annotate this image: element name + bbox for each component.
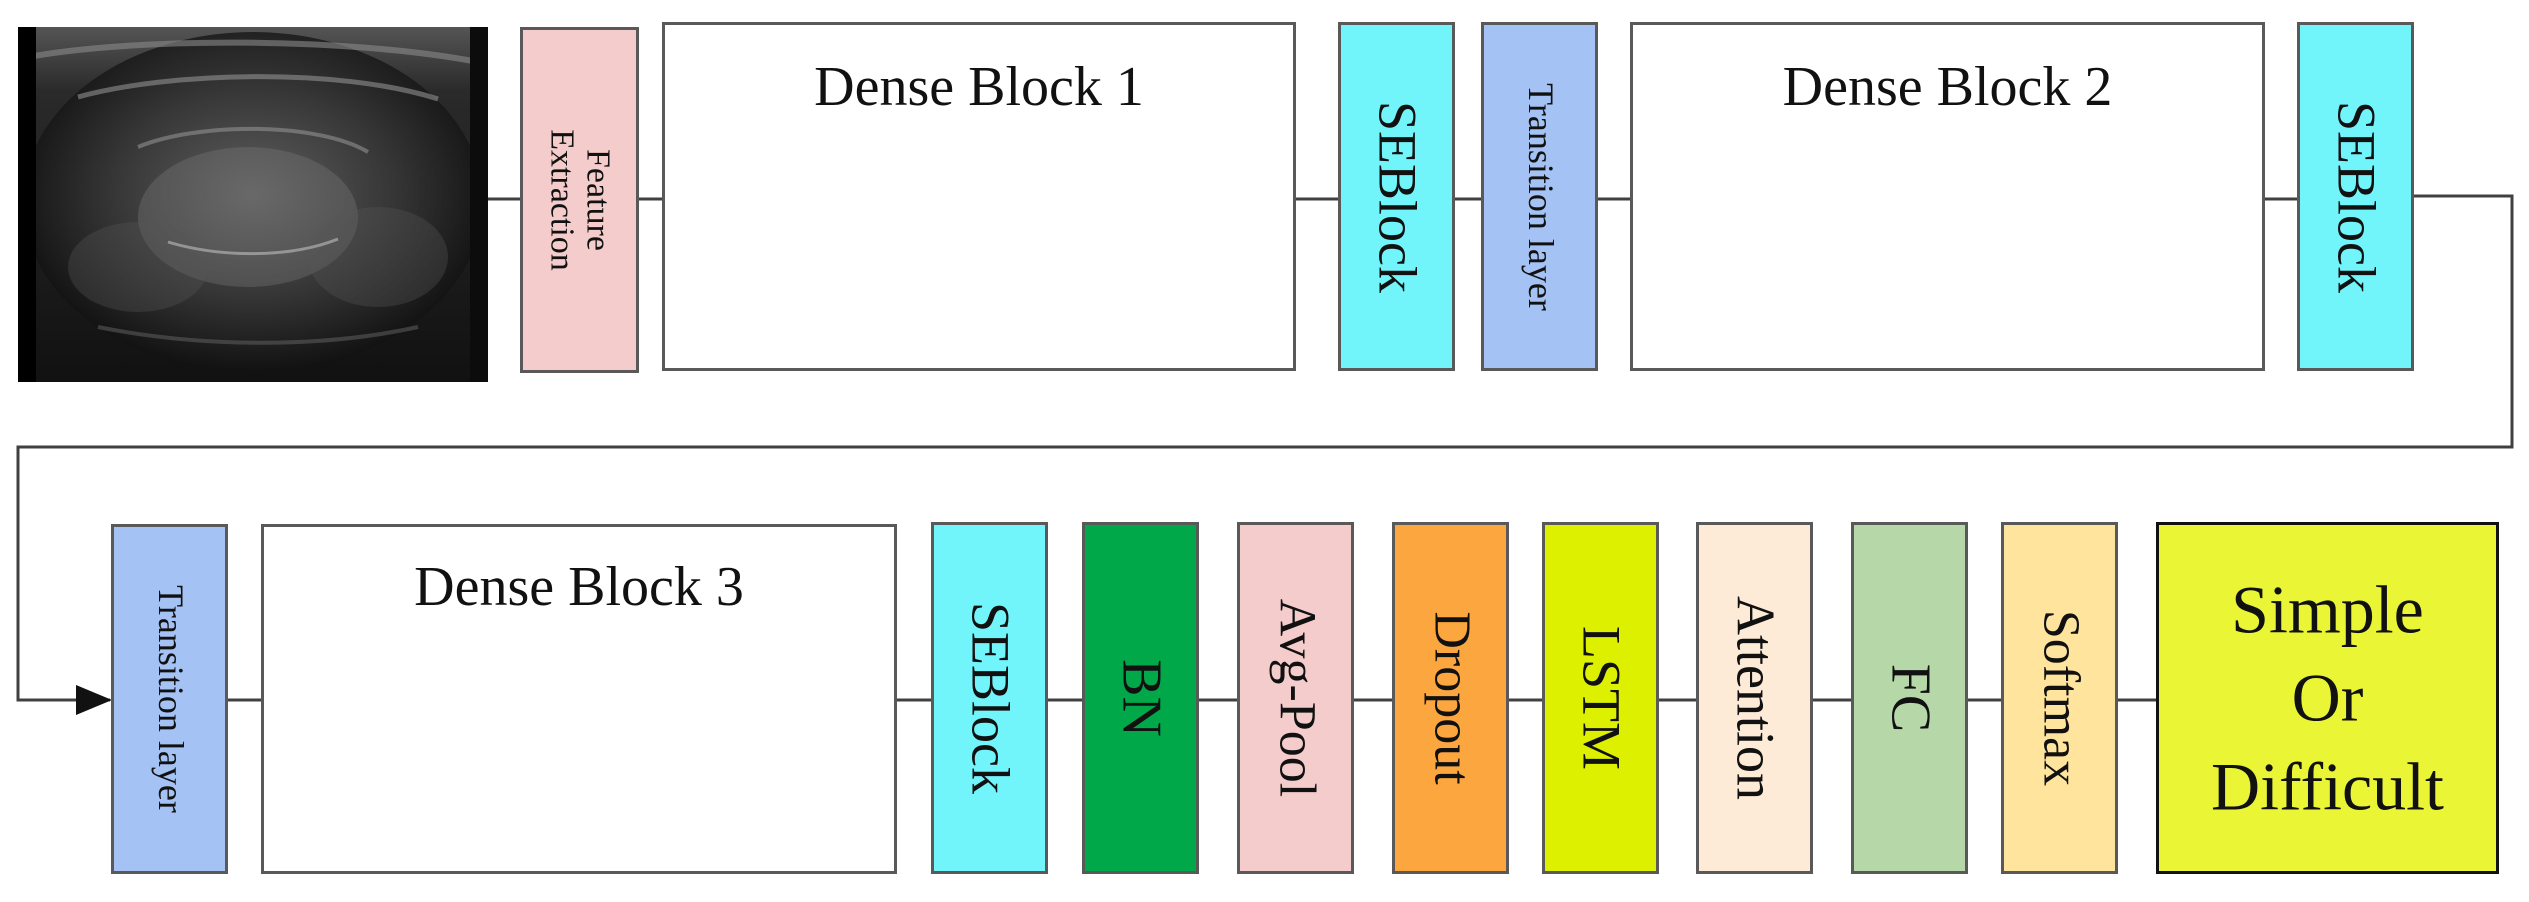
avg-pool-label: Avg-Pool	[1267, 598, 1325, 798]
feature-extraction-block: Feature Extraction	[520, 27, 639, 373]
lstm-label: LSTM	[1570, 625, 1631, 771]
output-class-block: Simple Or Difficult	[2156, 522, 2499, 874]
fc-block: FC	[1851, 522, 1968, 874]
output-line-or: Or	[2291, 659, 2364, 736]
dense-block-2: Dense Block 2	[1630, 22, 2265, 371]
feature-extraction-line2: Extraction	[543, 129, 581, 271]
connector-row-wrap	[16, 194, 2514, 715]
dropout-block: Dropout	[1392, 522, 1509, 874]
dense-block-2-title: Dense Block 2	[1782, 56, 2113, 118]
dropout-label: Dropout	[1422, 611, 1480, 785]
bn-label: BN	[1109, 659, 1172, 737]
transition-layer-1: Transition layer	[1481, 22, 1598, 371]
dense-block-1: Dense Block 1	[662, 22, 1296, 371]
transition-layer-2: Transition layer	[111, 524, 228, 874]
seblock-1: SEBlock	[1338, 22, 1455, 371]
transition-layer-1-label: Transition layer	[1520, 82, 1561, 311]
dense-block-1-title: Dense Block 1	[814, 56, 1144, 118]
ultrasound-texture	[18, 27, 488, 382]
dense-block-3: Dense Block 3	[261, 524, 897, 874]
dense-block-3-title: Dense Block 3	[414, 556, 744, 618]
output-line-difficult: Difficult	[2211, 748, 2444, 825]
seblock-2: SEBlock	[2297, 22, 2414, 371]
seblock-3-label: SEBlock	[959, 601, 1020, 795]
seblock-1-label: SEBlock	[1366, 100, 1427, 293]
softmax-block: Softmax	[2001, 522, 2118, 874]
seblock-2-label: SEBlock	[2325, 100, 2386, 293]
output-line-simple: Simple	[2231, 571, 2424, 648]
attention-label: Attention	[1724, 596, 1785, 800]
seblock-3: SEBlock	[931, 522, 1048, 874]
bn-block: BN	[1082, 522, 1199, 874]
attention-block: Attention	[1696, 522, 1813, 874]
feature-extraction-label: Feature Extraction	[543, 129, 617, 271]
output-class-label: Simple Or Difficult	[2159, 565, 2496, 830]
softmax-label: Softmax	[2031, 609, 2089, 787]
lstm-block: LSTM	[1542, 522, 1659, 874]
avg-pool-block: Avg-Pool	[1237, 522, 1354, 874]
fc-label: FC	[1878, 663, 1941, 733]
thyroid-ultrasound-image	[18, 27, 488, 382]
transition-layer-2-label: Transition layer	[150, 585, 191, 813]
feature-extraction-line1: Feature	[579, 149, 617, 251]
